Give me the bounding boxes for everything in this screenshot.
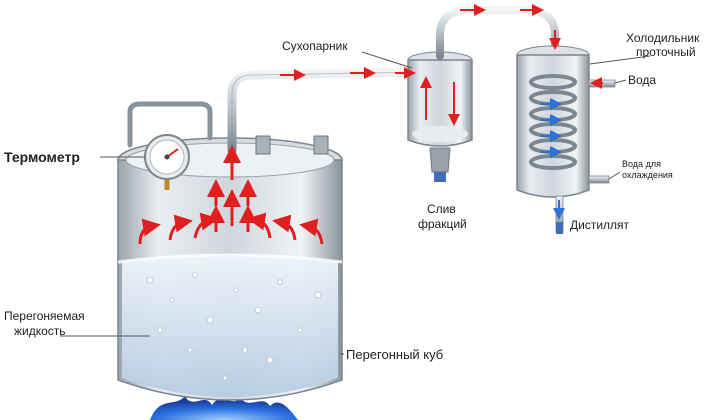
thermometer-gauge: [144, 134, 190, 190]
liquid-bubbles: [146, 272, 322, 381]
lid-clamp-right: [313, 135, 329, 155]
cooling-water-pipe: [588, 175, 610, 184]
label-drain-line1: Слив: [427, 202, 456, 216]
label-liquid-line2: жидкость: [14, 324, 66, 338]
label-thermometer: Термометр: [4, 149, 80, 165]
burner-flame: [150, 396, 298, 420]
label-dry-steamer: Сухопарник: [282, 39, 348, 53]
leader-water: [614, 79, 627, 84]
label-condenser-line1: Холодильник: [626, 31, 700, 45]
label-drain-line2: фракций: [418, 217, 467, 231]
still-pot: [117, 137, 343, 401]
label-water: Вода: [628, 73, 656, 87]
label-liquid-line1: Перегоняемая: [4, 309, 85, 323]
still-handle: [127, 101, 213, 148]
label-condenser-line2: проточный: [636, 45, 696, 59]
still-liquid: [122, 256, 338, 397]
label-cooling-line1: Вода для: [622, 159, 661, 169]
dry-steamer: [407, 51, 473, 182]
coolant-arrows: [540, 98, 565, 220]
leader-dry-steamer: [361, 51, 413, 69]
arch-pipe: [436, 6, 559, 60]
leader-cooling: [608, 171, 621, 180]
lid-clamp-left: [255, 135, 271, 155]
label-cooling-line2: охлаждения: [622, 170, 673, 180]
fraction-drain-valve: [429, 147, 451, 173]
label-still: Перегонный куб: [346, 347, 443, 362]
leader-condenser: [589, 55, 651, 65]
vapor-arrows-pipes: [280, 4, 603, 126]
label-distillate: Дистиллят: [570, 218, 630, 232]
vapor-arrows-still: [138, 145, 324, 245]
flow-condenser: [516, 45, 616, 234]
